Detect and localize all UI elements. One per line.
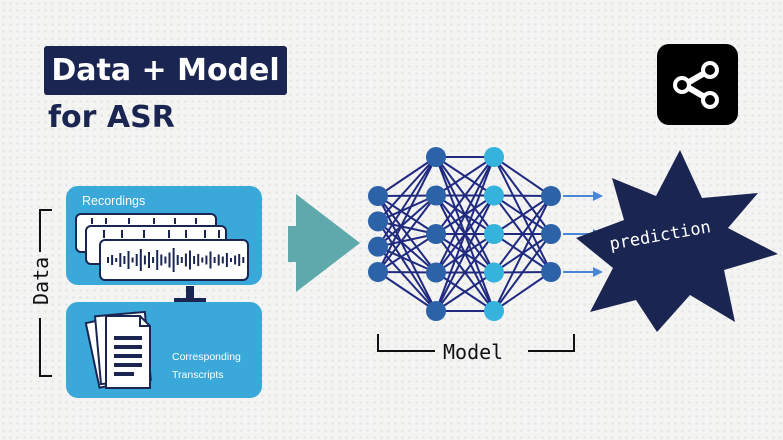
waveform-icon xyxy=(75,213,249,281)
recordings-title: Recordings xyxy=(82,194,146,208)
data-label: Data xyxy=(29,256,53,305)
page-title: Data + Model xyxy=(44,46,287,95)
transcripts-card: Corresponding Transcripts xyxy=(66,302,262,398)
document-icon xyxy=(84,310,152,389)
model-label: Model xyxy=(443,340,504,364)
recordings-card: Recordings xyxy=(66,186,262,285)
page-subtitle: for ASR xyxy=(48,100,175,135)
share-icon xyxy=(657,44,738,125)
data-bracket xyxy=(39,209,52,377)
transcripts-label-line2: Transcripts xyxy=(172,369,224,381)
transcripts-label-line1: Corresponding xyxy=(172,351,241,363)
